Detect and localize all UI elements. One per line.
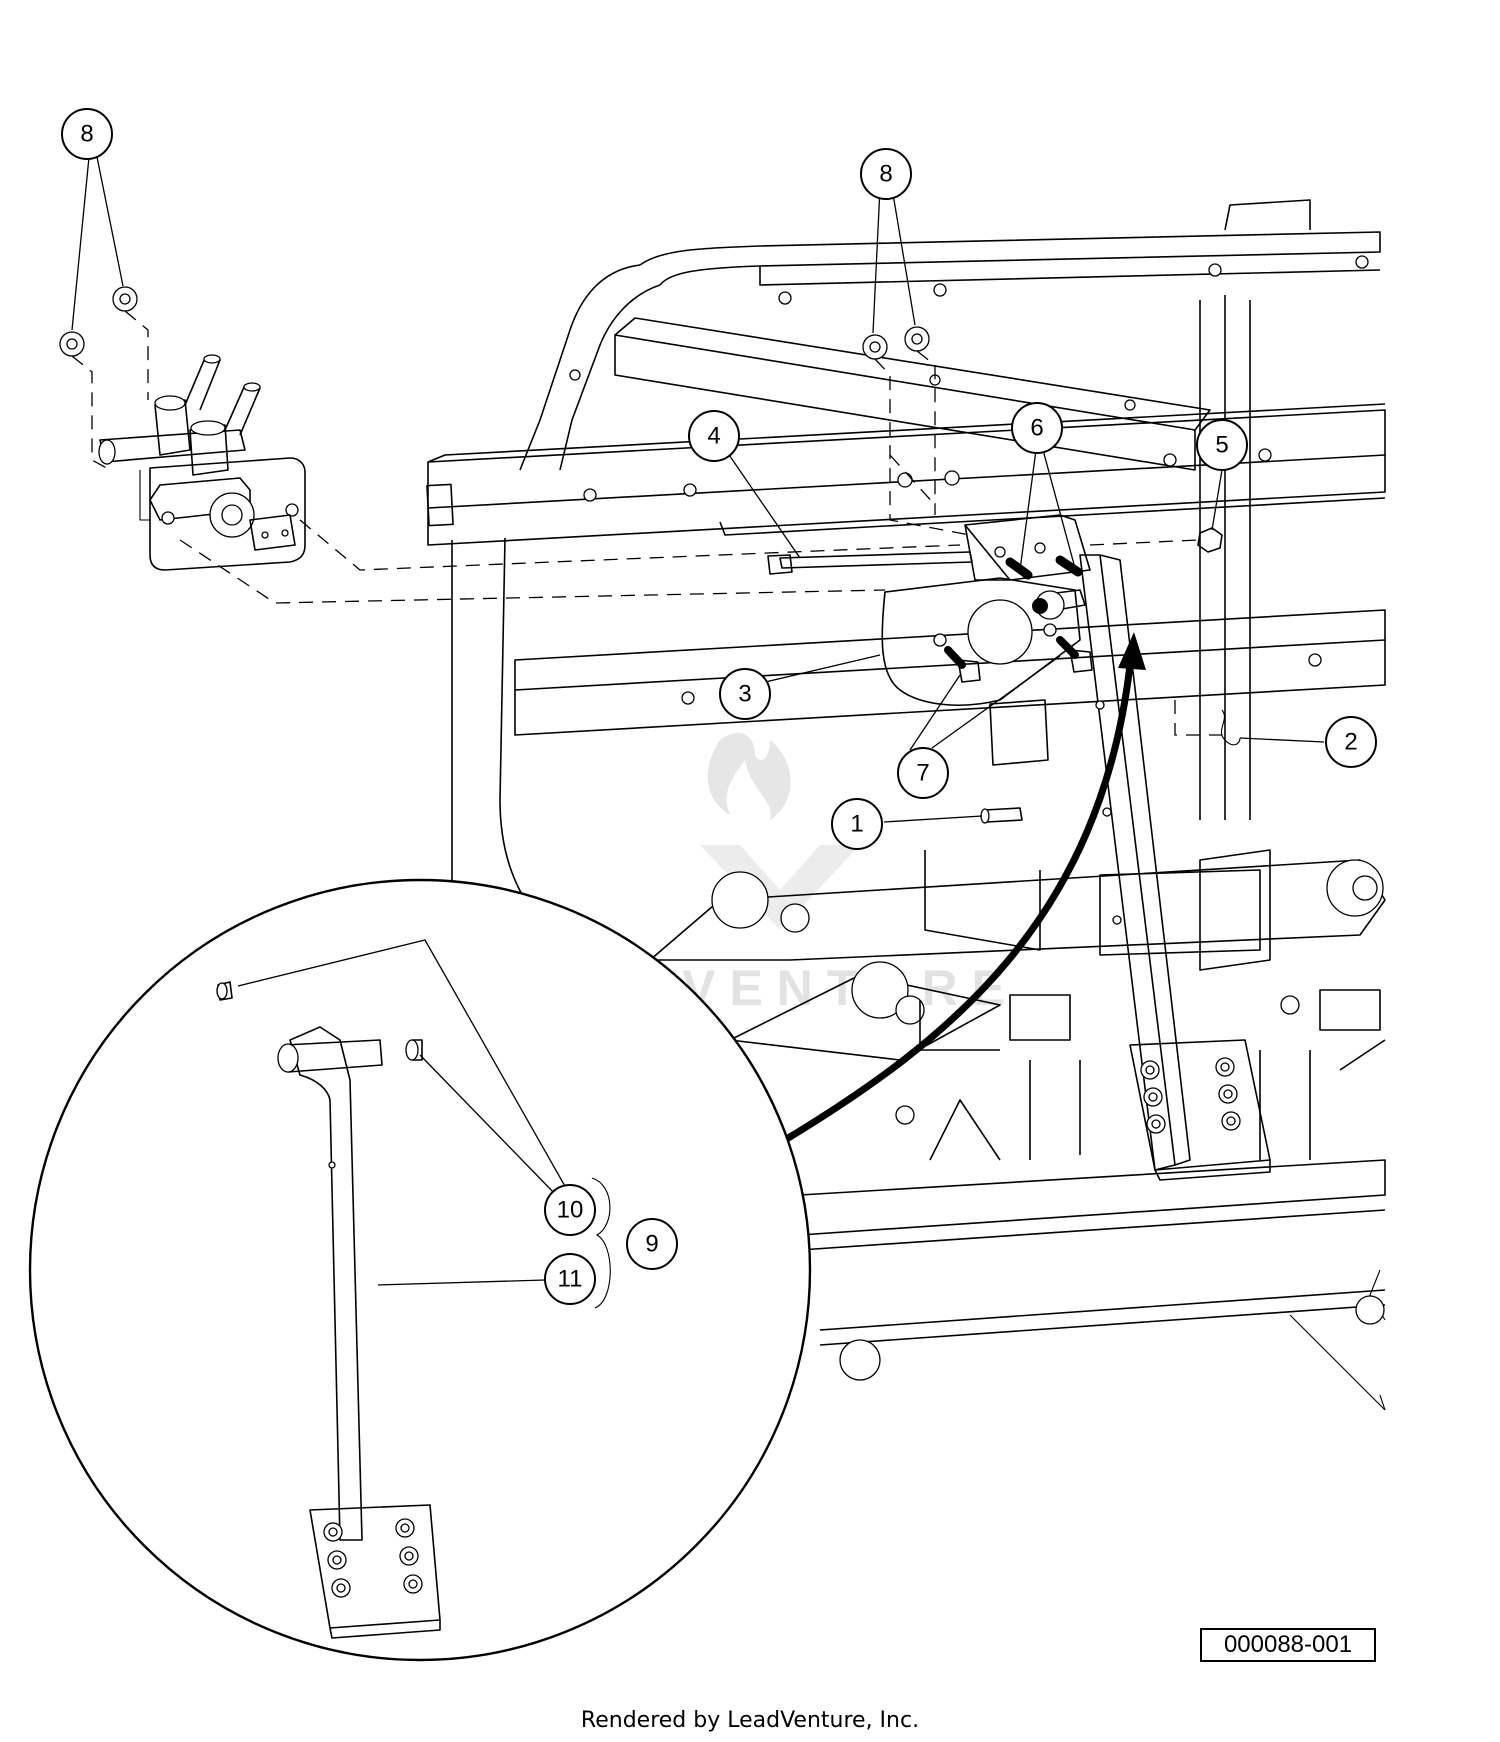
brake-pedal-installed: [1079, 554, 1271, 1181]
callout-label: 4: [707, 423, 720, 450]
chassis-frame: [426, 199, 1386, 1411]
callout-6: 6: [1011, 402, 1063, 454]
callout-2: 2: [1325, 716, 1377, 768]
footer-credit: Rendered by LeadVenture, Inc.: [580, 1708, 920, 1733]
callout-label: 5: [1215, 432, 1228, 459]
figure-id-box: 000088-001: [1200, 1628, 1376, 1662]
callout-9: 9: [626, 1218, 678, 1270]
cotter-pin: [1220, 709, 1241, 746]
master-cylinder: [98, 354, 306, 571]
callout-1: 1: [831, 798, 883, 850]
callout-label: 8: [80, 121, 93, 148]
callout-8-right: 8: [860, 148, 912, 200]
callout-8-left: 8: [61, 108, 113, 160]
push-rod: [767, 551, 973, 575]
callout-11: 11: [544, 1253, 596, 1305]
callout-label: 8: [879, 161, 892, 188]
pedal-bracket: [881, 514, 1093, 766]
lock-nut: [1197, 527, 1223, 553]
detail-view: [28, 878, 812, 1662]
washers: [59, 286, 930, 360]
callout-label: 2: [1344, 729, 1357, 756]
callout-3: 3: [719, 668, 771, 720]
leader-lines: [71, 146, 1325, 1286]
callout-label: 11: [558, 1266, 583, 1293]
callout-label: 7: [916, 760, 929, 787]
detail-arrow: [783, 632, 1146, 1143]
callout-label: 9: [645, 1231, 658, 1258]
callout-10: 10: [544, 1184, 596, 1236]
callout-7: 7: [897, 747, 949, 799]
callout-label: 10: [557, 1197, 584, 1224]
callout-4: 4: [688, 410, 740, 462]
clevis-pin: [980, 807, 1023, 824]
callout-5: 5: [1196, 419, 1248, 471]
callout-label: 3: [738, 681, 751, 708]
callout-label: 6: [1030, 415, 1043, 442]
callout-label: 1: [850, 811, 863, 838]
